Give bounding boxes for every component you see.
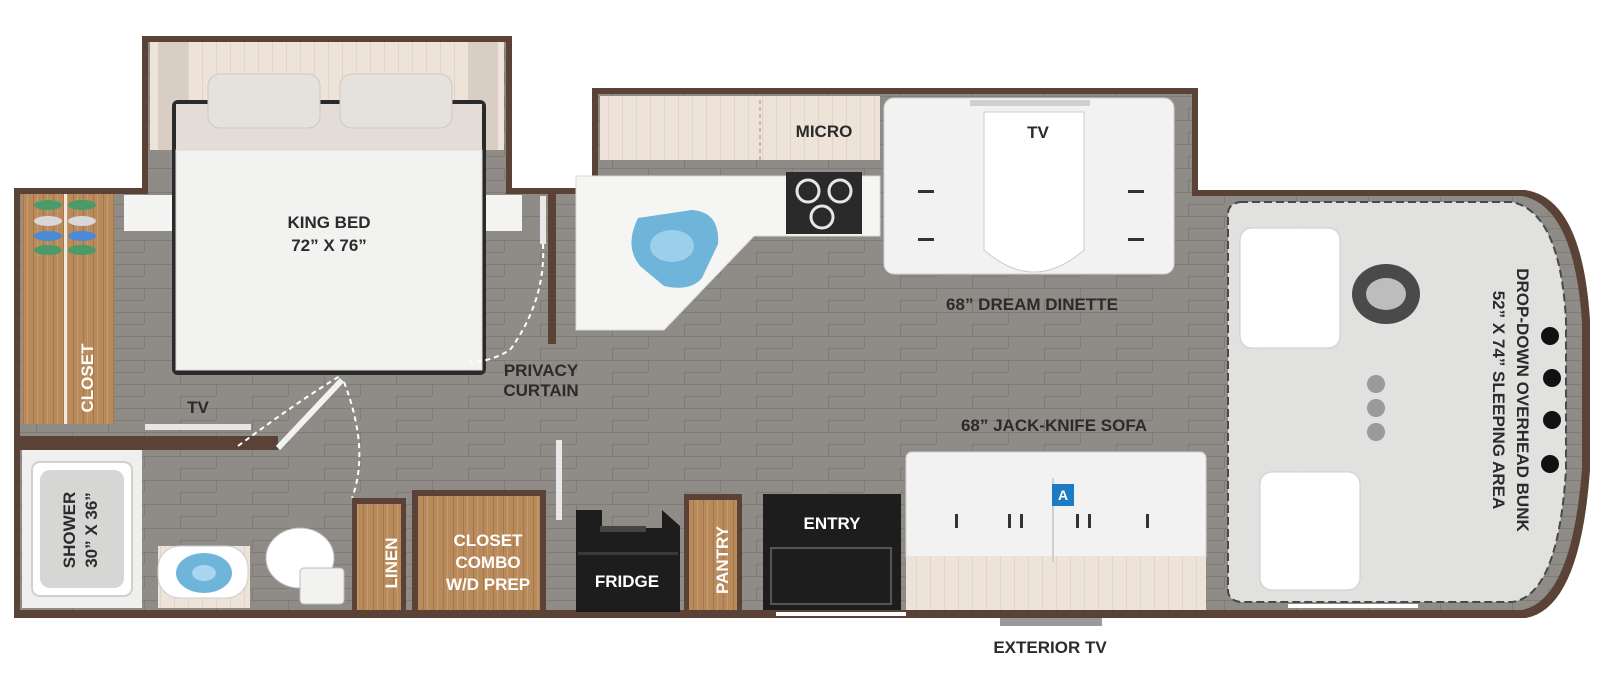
privacy-label-1: PRIVACY <box>503 361 579 380</box>
shower-label-1: SHOWER <box>60 491 79 569</box>
jackknife-sofa-label: 68” JACK-KNIFE SOFA <box>960 416 1148 435</box>
closet-combo-label-3: W/D PREP <box>445 575 531 594</box>
bunk-label-1: DROP-DOWN OVERHEAD BUNK <box>1513 268 1532 532</box>
dinette-tv-label: TV <box>1027 123 1049 142</box>
bedroom-tv-shape <box>145 424 251 430</box>
bunk-label-2: 52” X 74” SLEEPING AREA <box>1489 290 1508 510</box>
linen-label: LINEN <box>382 537 401 589</box>
bathroom <box>22 450 345 608</box>
king-bed-size: 72” X 76” <box>291 236 367 255</box>
bedroom-closet <box>22 194 114 424</box>
entry-step <box>763 494 901 610</box>
pantry-label: PANTRY <box>713 526 732 594</box>
fridge-unit <box>576 510 680 612</box>
bath-wall <box>14 375 361 499</box>
cabinets <box>352 490 742 610</box>
king-bed-label: KING BED <box>287 213 371 232</box>
closet-label: CLOSET <box>78 343 97 413</box>
dream-dinette <box>883 97 1175 275</box>
exterior-tv-label: EXTERIOR TV <box>993 638 1107 657</box>
privacy-curtain <box>469 194 556 363</box>
galley <box>575 96 881 331</box>
micro-label: MICRO <box>795 122 853 141</box>
window <box>776 612 906 616</box>
sofa-marker-badge: A <box>1052 484 1074 506</box>
window <box>1288 604 1418 608</box>
king-bed <box>172 73 486 375</box>
entry-label: ENTRY <box>803 514 861 533</box>
fridge-label: FRIDGE <box>594 572 660 591</box>
closet-combo-label-2: COMBO <box>455 553 521 572</box>
closet-combo-label-1: CLOSET <box>453 531 523 550</box>
dream-dinette-label: 68” DREAM DINETTE <box>946 295 1118 314</box>
bedroom-tv-label: TV <box>187 398 209 417</box>
jack-knife-sofa <box>905 451 1207 610</box>
entry-divider <box>556 440 562 520</box>
cab-area <box>1227 201 1567 603</box>
privacy-label-2: CURTAIN <box>503 381 579 400</box>
shower-label-2: 30” X 36” <box>82 492 101 568</box>
exterior-tv-shape <box>1000 618 1102 626</box>
